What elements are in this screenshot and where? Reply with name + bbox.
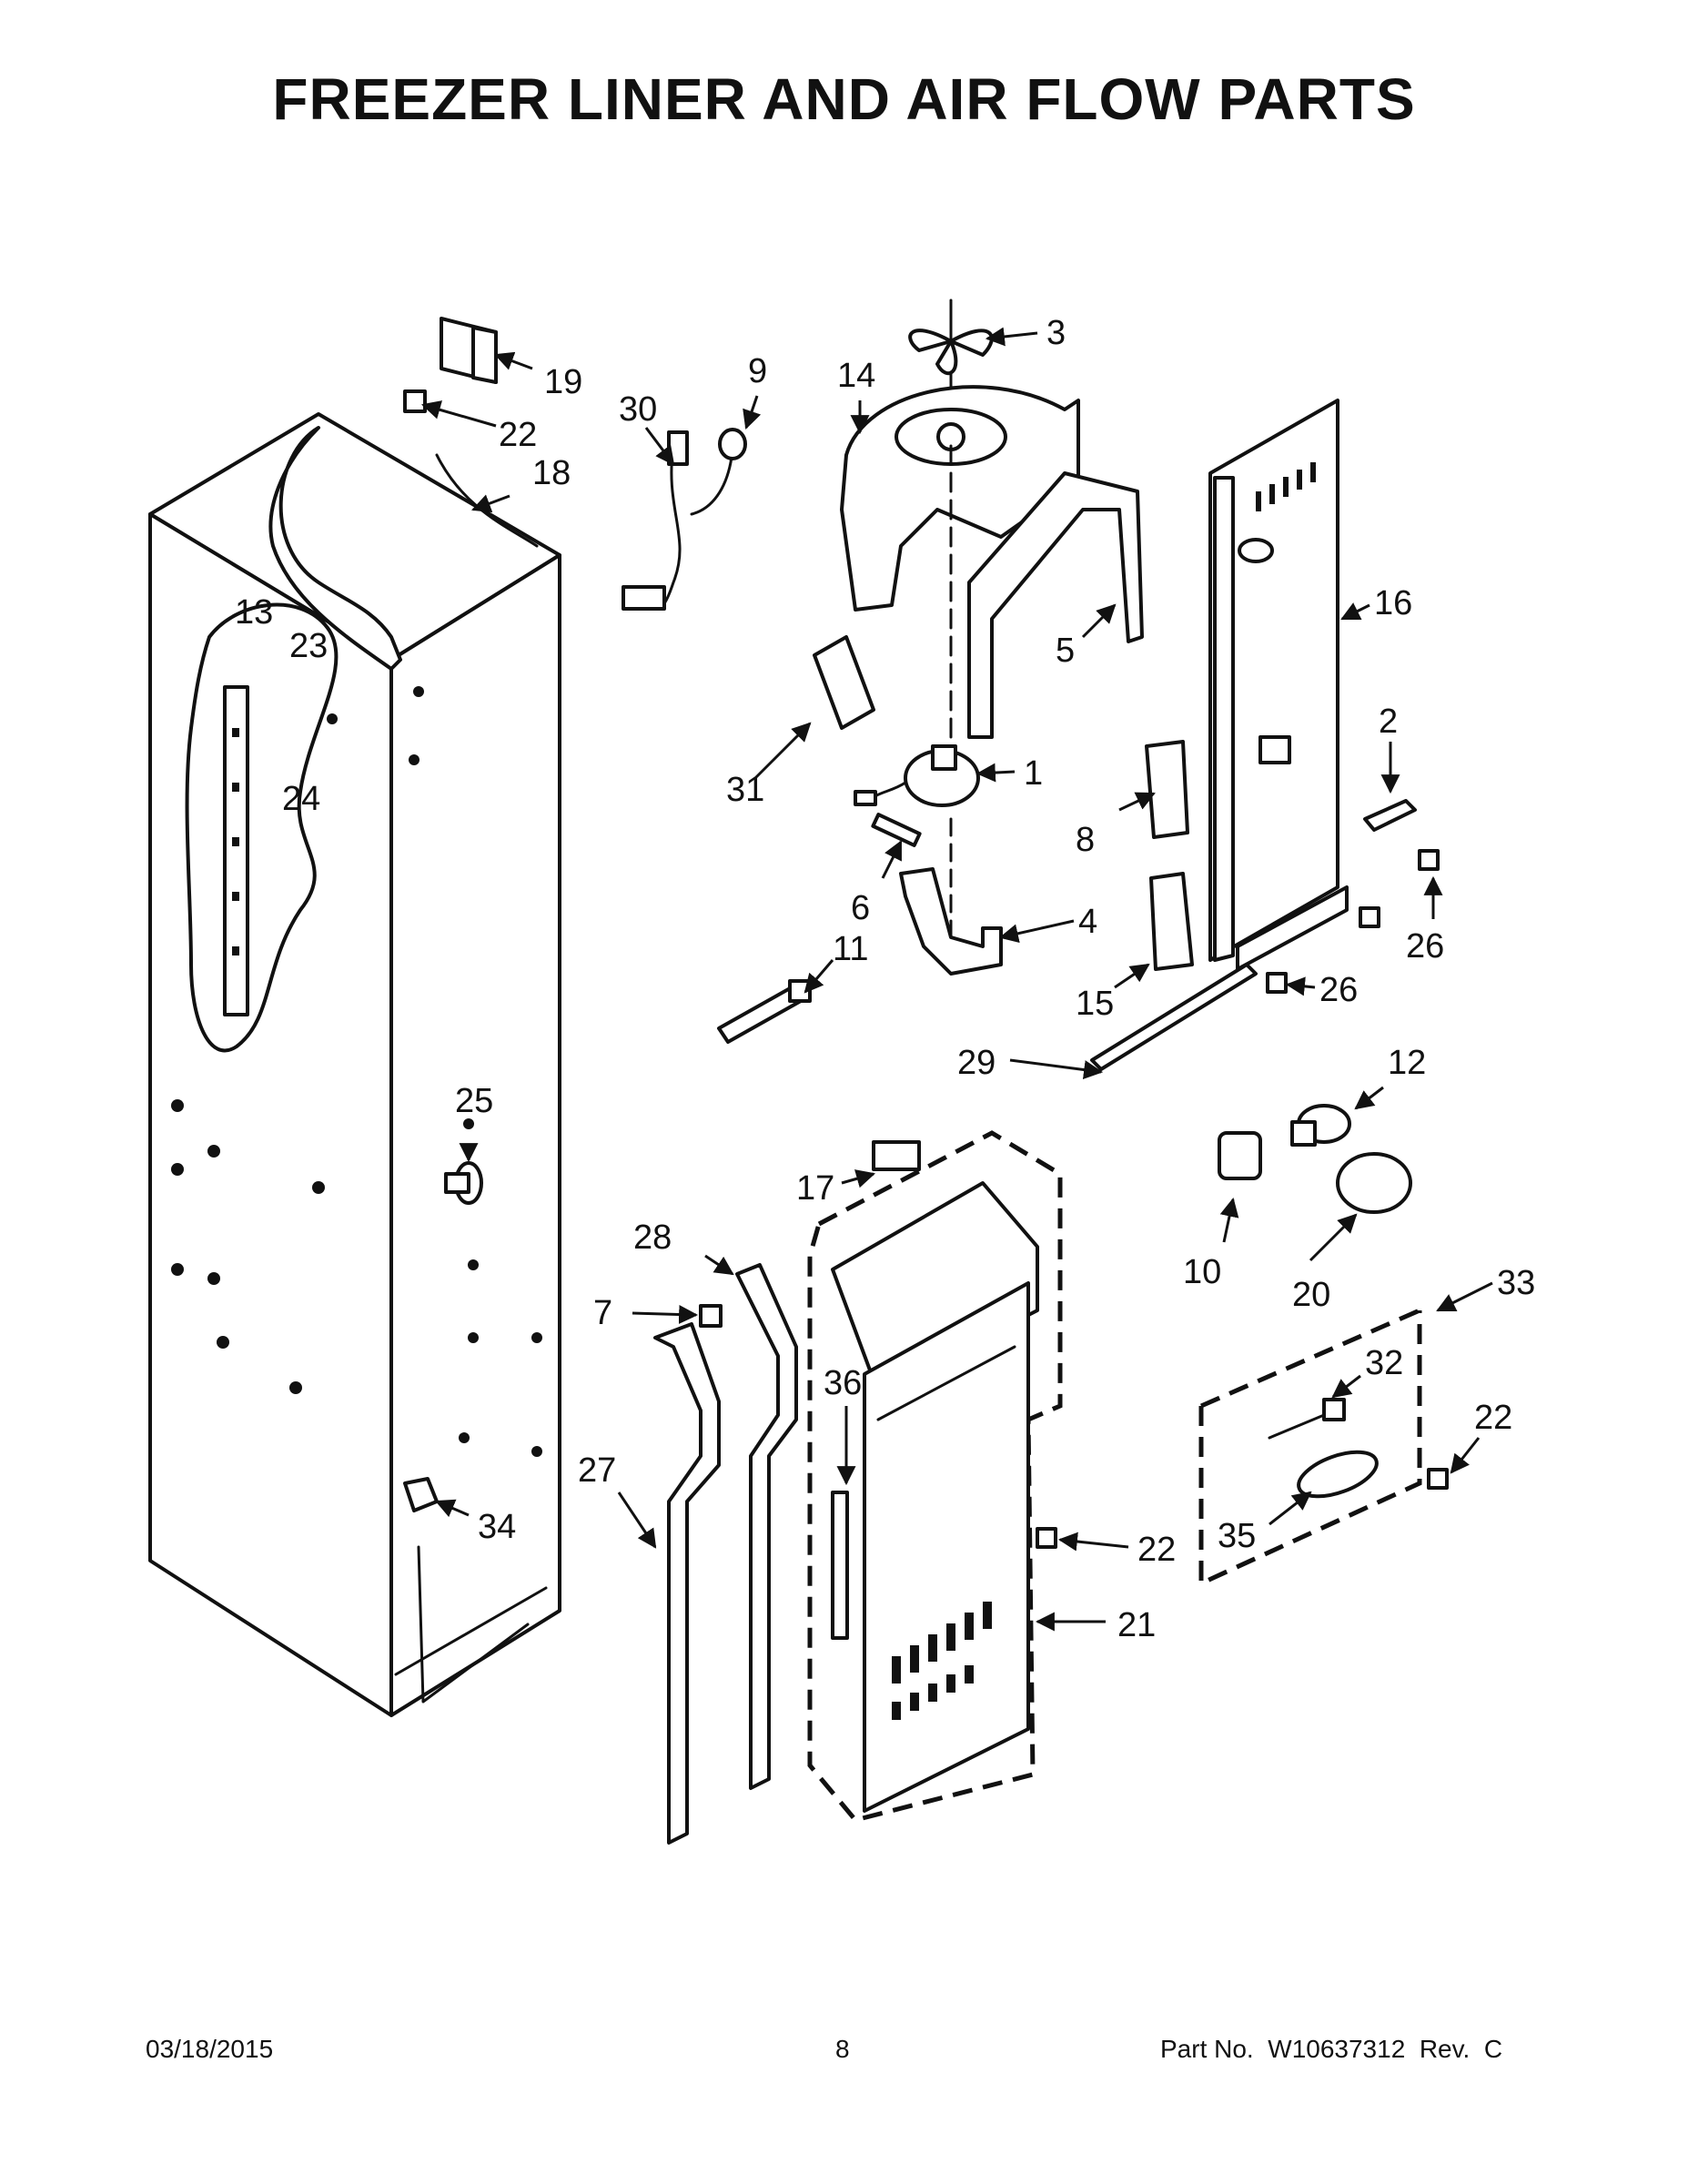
callout-25: 25 (455, 1082, 493, 1120)
callout-22-right: 22 (1474, 1399, 1512, 1437)
callout-5: 5 (1056, 632, 1075, 670)
callout-26-right: 26 (1406, 927, 1444, 966)
callout-27: 27 (578, 1451, 616, 1490)
callout-labels: 1 2 3 4 5 6 7 8 9 10 11 12 13 14 15 16 1… (235, 314, 1535, 1644)
part-15-damper (1149, 872, 1194, 971)
screw-7 (699, 1304, 723, 1328)
callout-17: 17 (796, 1169, 834, 1208)
footer-part-number: Part No. W10637312 Rev. C (1160, 2035, 1503, 2063)
callout-24: 24 (282, 780, 320, 818)
callout-13: 13 (235, 593, 273, 632)
callout-33: 33 (1497, 1264, 1535, 1302)
callout-2: 2 (1379, 703, 1398, 741)
callout-23: 23 (289, 627, 328, 665)
footer-page-number: 8 (835, 2035, 850, 2063)
callout-8: 8 (1076, 821, 1095, 859)
callout-22-mid: 22 (1137, 1531, 1176, 1569)
callout-22-top: 22 (499, 416, 537, 454)
callout-14: 14 (837, 357, 875, 395)
part-32-harness (1268, 1398, 1346, 1440)
part-21-evaporator-cover (807, 1130, 1063, 1823)
callout-36: 36 (824, 1364, 862, 1402)
callout-26-mid: 26 (1319, 971, 1358, 1009)
part-1-fan-motor (854, 744, 980, 807)
footer-date: 03/18/2015 (146, 2035, 274, 2063)
callout-9: 9 (748, 352, 767, 390)
callout-28: 28 (633, 1218, 672, 1257)
callout-20: 20 (1292, 1276, 1330, 1314)
part-27-bracket (653, 1322, 721, 1845)
part-16-rear-panel (1208, 399, 1349, 971)
callout-1: 1 (1024, 754, 1043, 793)
callout-12: 12 (1388, 1044, 1426, 1082)
callout-11: 11 (833, 930, 868, 968)
callout-leaders (420, 327, 1493, 1632)
page-title: FREEZER LINER AND AIR FLOW PARTS (272, 66, 1416, 132)
screw-22-right (1427, 1468, 1449, 1490)
part-33-control-group (1198, 1308, 1422, 1587)
freezer-liner (148, 412, 561, 1717)
part-17-label (872, 1140, 921, 1171)
callout-4: 4 (1078, 903, 1097, 941)
part-29-strip (1090, 963, 1258, 1071)
part-5-air-duct (967, 471, 1144, 739)
part-10-lamp-socket (1218, 1131, 1262, 1180)
callout-34: 34 (478, 1508, 516, 1546)
part-12-bulb (1290, 1104, 1351, 1147)
callout-18: 18 (532, 454, 571, 492)
screw-22-top (403, 389, 427, 413)
callout-16: 16 (1374, 584, 1412, 622)
screws-26 (1266, 849, 1440, 994)
part-8-damper (1145, 740, 1189, 839)
callout-21: 21 (1117, 1606, 1156, 1644)
part-30-harness (622, 428, 747, 611)
part-2-bracket (1363, 799, 1417, 832)
callout-6: 6 (851, 889, 870, 927)
callout-7: 7 (593, 1294, 612, 1332)
part-28-gasket (735, 1263, 798, 1790)
callout-30: 30 (619, 390, 657, 429)
screw-22-mid (1036, 1527, 1057, 1549)
part-31-pad (813, 635, 875, 730)
part-35-control (1297, 1450, 1379, 1499)
callout-32: 32 (1365, 1344, 1403, 1382)
callout-31: 31 (726, 771, 764, 809)
part-14-fan-shroud (840, 385, 1080, 612)
callout-29: 29 (957, 1044, 996, 1082)
callout-15: 15 (1076, 985, 1114, 1023)
part-11-cable-tie (717, 979, 812, 1044)
part-20-lamp-cover (1336, 1152, 1412, 1214)
callout-19: 19 (544, 363, 582, 401)
part-6-strap (871, 813, 922, 847)
part-36-gasket (831, 1491, 849, 1640)
callout-10: 10 (1183, 1253, 1221, 1291)
callout-35: 35 (1218, 1517, 1256, 1555)
callout-3: 3 (1046, 314, 1066, 352)
part-19-bracket (440, 317, 498, 384)
